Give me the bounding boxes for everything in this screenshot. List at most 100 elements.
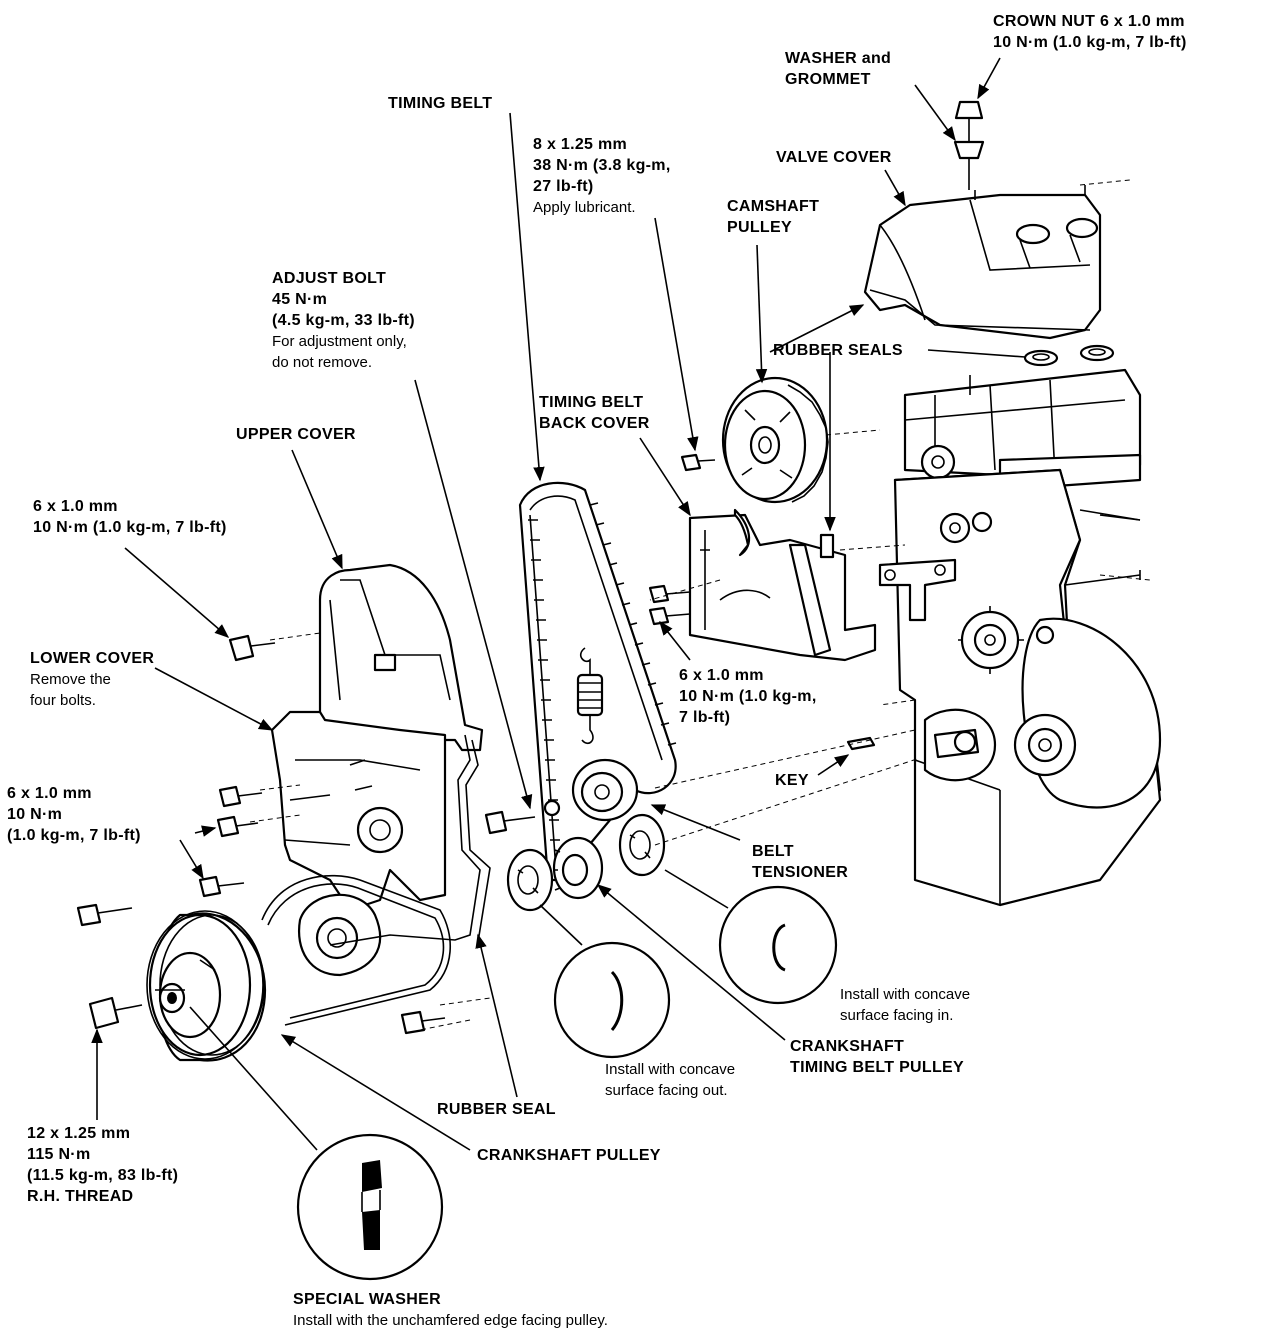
lower-bolt-torque-alt: (1.0 kg-m, 7 lb-ft) xyxy=(7,827,141,844)
concave-out-profile xyxy=(610,970,624,1031)
back-cover-line-2: BACK COVER xyxy=(539,415,650,432)
tensioner-spring xyxy=(576,647,604,745)
label-camshaft-pulley: CAMSHAFT PULLEY xyxy=(727,196,819,238)
concave-out-line-2: surface facing out. xyxy=(605,1082,728,1099)
back-bolt-torque-lbft: 7 lb-ft) xyxy=(679,709,731,726)
crown-nut xyxy=(954,100,984,120)
back-cover-bolt-1 xyxy=(648,584,670,604)
belt-text: BELT xyxy=(752,843,794,860)
engine-block xyxy=(878,368,1162,907)
rubber-seal-right xyxy=(1079,344,1115,362)
label-upper-bolt: 6 x 1.0 mm 10 N·m (1.0 kg-m, 7 lb-ft) xyxy=(33,496,227,538)
label-adjust-bolt: ADJUST BOLT 45 N·m (4.5 kg-m, 33 lb-ft) … xyxy=(272,268,415,373)
tensioner-text: TENSIONER xyxy=(752,864,849,881)
label-washer-grommet: WASHER and GROMMET xyxy=(785,48,891,90)
rubber-seals-text: RUBBER SEALS xyxy=(773,342,903,359)
label-valve-cover: VALVE COVER xyxy=(776,147,892,168)
belt-tensioner-pulley xyxy=(571,758,639,822)
cam-bolt xyxy=(680,453,702,472)
lower-cover-bolt-3 xyxy=(198,875,222,898)
label-concave-out: Install with concave surface facing out. xyxy=(605,1059,735,1101)
washer-grommet xyxy=(953,140,985,160)
concave-in-profile xyxy=(772,923,786,972)
label-upper-cover: UPPER COVER xyxy=(236,424,356,445)
lower-cover-text: LOWER COVER xyxy=(30,650,155,667)
rubber-seal-text: RUBBER SEAL xyxy=(437,1101,556,1118)
crank-bolt-thread: R.H. THREAD xyxy=(27,1188,134,1205)
crown-nut-torque: 10 N·m (1.0 kg-m, 7 lb-ft) xyxy=(993,34,1187,51)
concave-in-line-2: surface facing in. xyxy=(840,1007,954,1024)
back-cover-line-1: TIMING BELT xyxy=(539,394,644,411)
detail-circle-special-washer xyxy=(296,1133,444,1281)
adjust-bolt-torque: 45 N·m xyxy=(272,291,328,308)
rubber-seal-left xyxy=(1023,349,1059,367)
label-concave-in: Install with concave surface facing in. xyxy=(840,984,970,1026)
cam-bolt-torque-lbft: 27 lb-ft) xyxy=(533,178,594,195)
valve-cover xyxy=(863,185,1102,340)
label-timing-belt: TIMING BELT xyxy=(388,93,492,114)
valve-cover-text: VALVE COVER xyxy=(776,149,892,166)
concave-in-line-1: Install with concave xyxy=(840,986,971,1003)
label-lower-cover-bolt: 6 x 1.0 mm 10 N·m (1.0 kg-m, 7 lb-ft) xyxy=(7,783,141,846)
label-rubber-seal: RUBBER SEAL xyxy=(437,1099,556,1120)
lower-bolt-torque: 10 N·m xyxy=(7,806,63,823)
label-key: KEY xyxy=(775,770,809,791)
special-washer-note: Install with the unchamfered edge facing… xyxy=(293,1312,608,1329)
belt-guide-plate-outer xyxy=(506,848,554,912)
adjust-bolt-title: ADJUST BOLT xyxy=(272,270,387,287)
label-lower-cover: LOWER COVER Remove the four bolts. xyxy=(30,648,154,711)
special-washer-profile xyxy=(362,1160,382,1250)
cam-bolt-note: Apply lubricant. xyxy=(533,199,636,216)
lower-cover-bolt-4 xyxy=(400,1010,426,1035)
upper-bolt-torque: 10 N·m (1.0 kg-m, 7 lb-ft) xyxy=(33,519,227,536)
lower-cover-bolt-1 xyxy=(218,785,242,808)
lower-cover-bolt-2 xyxy=(216,815,240,838)
cam-bolt-torque: 38 N·m (3.8 kg-m, xyxy=(533,157,671,174)
label-crank-timing-pulley: CRANKSHAFT TIMING BELT PULLEY xyxy=(790,1036,964,1078)
accessory-belt xyxy=(261,874,451,1026)
adjust-bolt-note-1: For adjustment only, xyxy=(272,333,407,350)
lower-cover-rubber-seal xyxy=(329,734,491,946)
crown-nut-spec: CROWN NUT 6 x 1.0 mm xyxy=(993,13,1185,30)
label-back-cover-bolt: 6 x 1.0 mm 10 N·m (1.0 kg-m, 7 lb-ft) xyxy=(679,665,817,728)
camshaft-text: CAMSHAFT xyxy=(727,198,820,215)
special-washer-text: SPECIAL WASHER xyxy=(293,1291,441,1308)
timing-belt-pulley-text: TIMING BELT PULLEY xyxy=(790,1059,964,1076)
concave-out-line-1: Install with concave xyxy=(605,1061,736,1078)
detail-circle-concave-in xyxy=(718,885,838,1005)
back-bolt-torque: 10 N·m (1.0 kg-m, xyxy=(679,688,817,705)
pulley-text: PULLEY xyxy=(727,219,792,236)
upper-cover xyxy=(318,563,484,752)
crank-bolt-torque-alt: (11.5 kg-m, 83 lb-ft) xyxy=(27,1167,179,1184)
label-belt-tensioner: BELT TENSIONER xyxy=(752,841,848,883)
back-bolt-size: 6 x 1.0 mm xyxy=(679,667,764,684)
lower-cover xyxy=(270,710,447,977)
belt-guide-plate-inner xyxy=(618,813,666,877)
adjust-bolt-torque-alt: (4.5 kg-m, 33 lb-ft) xyxy=(272,312,415,329)
crankshaft-pulley xyxy=(146,910,267,1062)
label-crank-bolt: 12 x 1.25 mm 115 N·m (11.5 kg-m, 83 lb-f… xyxy=(27,1123,178,1207)
crankshaft-pulley-bolt xyxy=(88,996,120,1030)
crankshaft-text: CRANKSHAFT xyxy=(790,1038,905,1055)
detail-circle-concave-out xyxy=(553,941,671,1059)
upper-bolt-size: 6 x 1.0 mm xyxy=(33,498,118,515)
timing-belt-text: TIMING BELT xyxy=(388,95,493,112)
label-crankshaft-pulley: CRANKSHAFT PULLEY xyxy=(477,1145,661,1166)
back-cover-bolt-2 xyxy=(648,606,670,626)
cam-bolt-size: 8 x 1.25 mm xyxy=(533,136,628,153)
timing-belt-back-cover xyxy=(688,508,877,662)
label-cam-bolt: 8 x 1.25 mm 38 N·m (3.8 kg-m, 27 lb-ft) … xyxy=(533,134,671,218)
key-text: KEY xyxy=(775,772,809,789)
label-special-washer: SPECIAL WASHER Install with the unchamfe… xyxy=(293,1289,608,1331)
upper-cover-text: UPPER COVER xyxy=(236,426,356,443)
adjust-bolt xyxy=(484,810,508,835)
lower-bolt-size: 6 x 1.0 mm xyxy=(7,785,92,802)
washer-text: WASHER and xyxy=(785,50,892,67)
label-crown-nut: CROWN NUT 6 x 1.0 mm 10 N·m (1.0 kg-m, 7… xyxy=(993,11,1187,53)
camshaft-pulley xyxy=(721,376,829,504)
crank-bolt-size: 12 x 1.25 mm xyxy=(27,1125,131,1142)
crankshaft-pulley-text: CRANKSHAFT PULLEY xyxy=(477,1147,661,1164)
crankshaft-timing-belt-pulley xyxy=(552,836,604,900)
crank-bolt-torque: 115 N·m xyxy=(27,1146,91,1163)
